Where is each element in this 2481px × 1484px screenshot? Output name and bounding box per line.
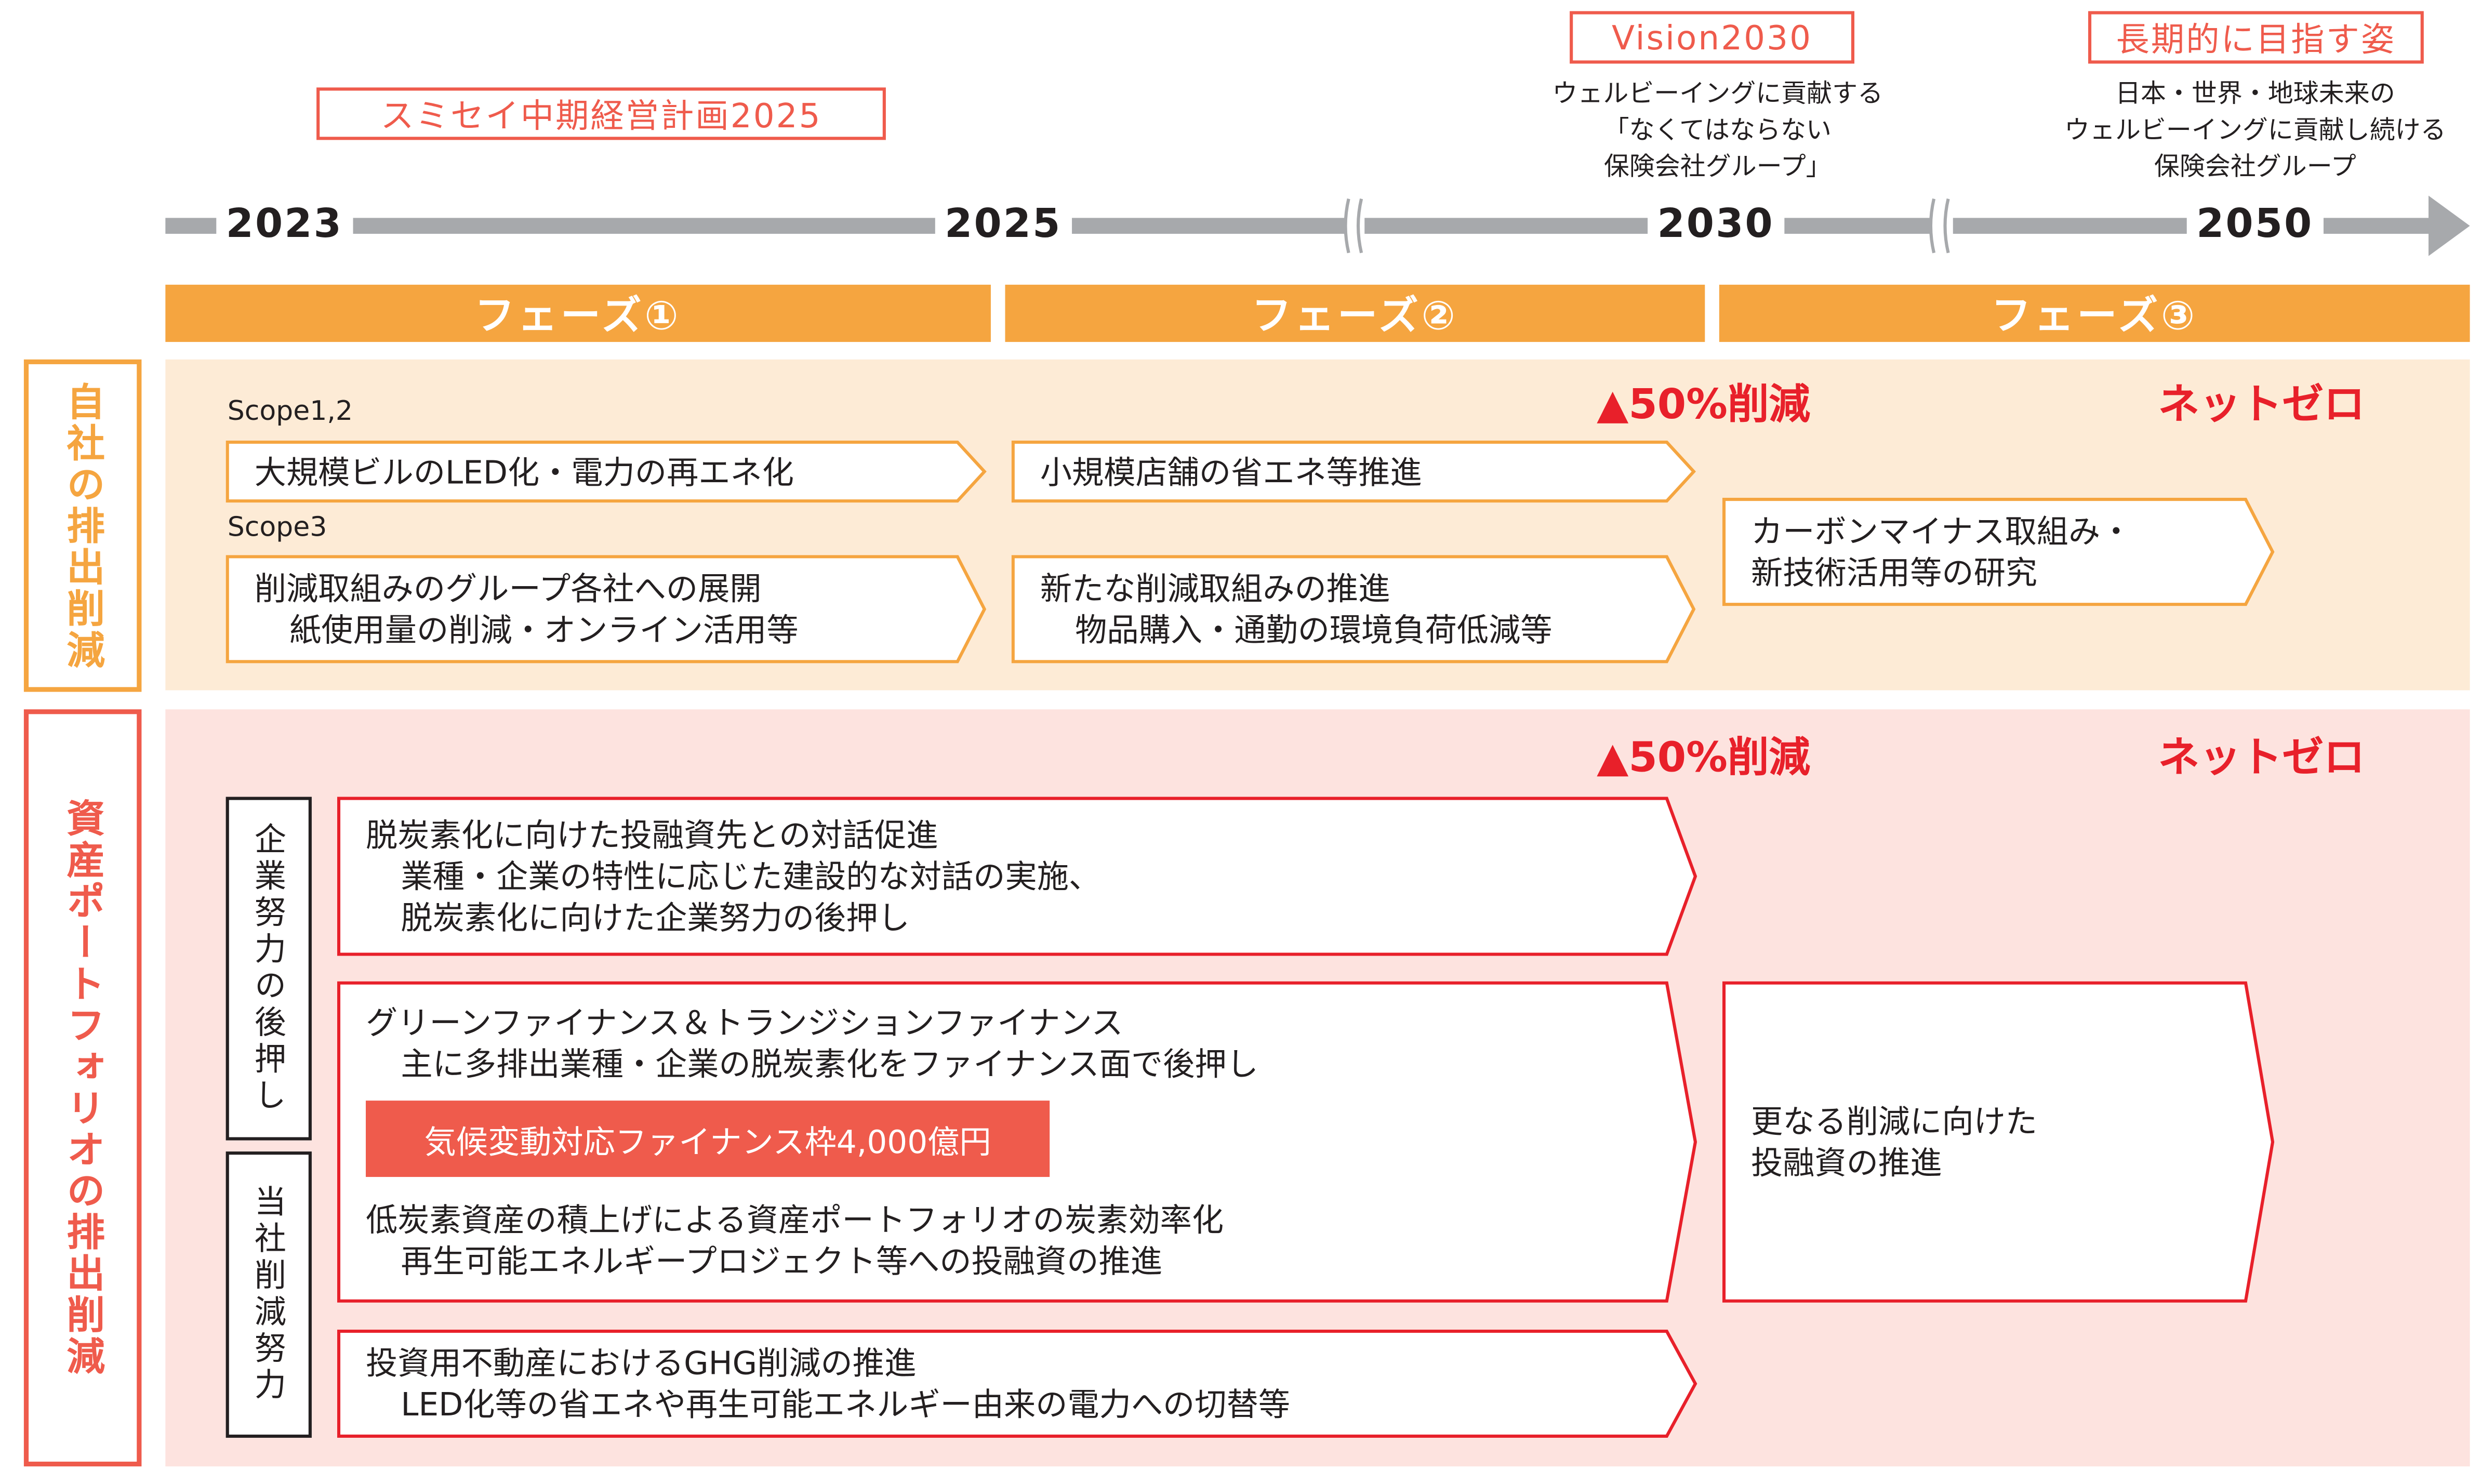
scope3-label: Scope3: [227, 512, 327, 544]
arrow-text: 小規模店舗の省エネ等推進: [1040, 452, 1422, 491]
engagement-arrow: 脱炭素化に向けた投融資先との対話促進 業種・企業の特性に応じた建設的な対話の実施…: [337, 797, 1699, 956]
text-line: 新たな削減取組みの推進: [1040, 569, 1390, 608]
year-2030: 2030: [1648, 200, 1784, 247]
arrow-text: カーボンマイナス取組み・ 新技術活用等の研究: [1751, 498, 2132, 606]
text-line: 脱炭素化に向けた投融資先との対話促進: [366, 816, 938, 854]
own-emissions-label: 自社の排出削減: [23, 359, 142, 692]
own-reduction-label: 当社削減努力: [225, 1151, 312, 1438]
longterm-text: 日本・世界・地球未来の ウェルビーイングに貢献し続ける 保険会社グループ: [2016, 75, 2481, 184]
text-line: カーボンマイナス取組み・: [1751, 512, 2132, 551]
asset-portfolio-label: 資産ポートフォリオの排出削減: [23, 709, 142, 1467]
phase-2: フェーズ②: [1005, 284, 1705, 342]
arrow-text: 投資用不動産におけるGHG削減の推進 LED化等の省エネや再生可能エネルギー由来…: [366, 1330, 1290, 1438]
text-line: 主に多排出業種・企業の脱炭素化をファイナンス面で後押し: [401, 1045, 1258, 1083]
asset-phase3-arrow: 更なる削減に向けた 投融資の推進: [1722, 981, 2276, 1303]
timeline-arrow: [165, 195, 2470, 259]
year-2023: 2023: [216, 200, 353, 247]
longterm-label: 長期的に目指す姿: [2088, 11, 2424, 64]
corporate-support-label: 企業努力の後押し: [225, 797, 312, 1141]
text-line: ウェルビーイングに貢献し続ける: [2064, 114, 2446, 145]
arrow-text: 更なる削減に向けた 投融資の推進: [1751, 982, 2037, 1303]
s12-phase2-arrow: 小規模店舗の省エネ等推進: [1011, 440, 1697, 503]
text-line: 業種・企業の特性に応じた建設的な対話の実施、: [401, 857, 1101, 896]
text-line: 更なる削減に向けた: [1751, 1102, 2038, 1141]
midterm-plan-label: スミセイ中期経営計画2025: [316, 87, 886, 140]
arrow-text: 削減取組みのグループ各社への展開 紙使用量の削減・オンライン活用等: [255, 555, 799, 663]
text-line: 物品購入・通勤の環境負荷低減等: [1075, 611, 1553, 649]
finance-text: グリーンファイナンス＆トランジションファイナンス 主に多排出業種・企業の脱炭素化…: [366, 1002, 1258, 1084]
text-line: 投資用不動産におけるGHG削減の推進: [366, 1344, 917, 1382]
s3-phase1-arrow: 削減取組みのグループ各社への展開 紙使用量の削減・オンライン活用等: [225, 555, 988, 664]
asset-target-2050: ネットゼロ: [2158, 735, 2365, 783]
text-line: LED化等の省エネや再生可能エネルギー由来の電力への切替等: [401, 1385, 1290, 1424]
text-line: ウェルビーイングに貢献する: [1552, 77, 1883, 109]
lowcarbon-text: 低炭素資産の積上げによる資産ポートフォリオの炭素効率化 再生可能エネルギープロジ…: [366, 1199, 1224, 1282]
phase-1: フェーズ①: [165, 284, 991, 342]
asset-target-2030: ▲50%削減: [1597, 735, 1811, 783]
text-line: 保険会社グループ: [2154, 151, 2356, 181]
s3-phase2-arrow: 新たな削減取組みの推進 物品購入・通勤の環境負荷低減等: [1011, 555, 1697, 664]
finance-budget-badge: 気候変動対応ファイナンス枠4,000億円: [366, 1101, 1050, 1177]
scope12-label: Scope1,2: [227, 396, 353, 428]
text-line: 紙使用量の削減・オンライン活用等: [289, 611, 799, 649]
own-target-2030: ▲50%削減: [1597, 381, 1811, 430]
own-phase3-arrow: カーボンマイナス取組み・ 新技術活用等の研究: [1722, 498, 2276, 606]
phase-3: フェーズ③: [1719, 284, 2470, 342]
text-line: 脱炭素化に向けた企業努力の後押し: [401, 898, 910, 937]
arrow-text: 脱炭素化に向けた投融資先との対話促進 業種・企業の特性に応じた建設的な対話の実施…: [366, 797, 1100, 956]
text-line: 保険会社グループ」: [1603, 151, 1832, 181]
vision2030-label: Vision2030: [1570, 11, 1855, 64]
text-line: 再生可能エネルギープロジェクト等への投融資の推進: [401, 1242, 1162, 1281]
text-line: グリーンファイナンス＆トランジションファイナンス: [366, 1003, 1123, 1042]
s12-phase1-arrow: 大規模ビルのLED化・電力の再エネ化: [225, 440, 988, 503]
text-line: 低炭素資産の積上げによる資産ポートフォリオの炭素効率化: [366, 1200, 1224, 1239]
text-line: 日本・世界・地球未来の: [2115, 77, 2395, 109]
text-line: 新技術活用等の研究: [1751, 553, 2038, 592]
realestate-arrow: 投資用不動産におけるGHG削減の推進 LED化等の省エネや再生可能エネルギー由来…: [337, 1329, 1699, 1438]
year-2025: 2025: [935, 200, 1071, 247]
text-line: 削減取組みのグループ各社への展開: [254, 569, 762, 608]
year-2050: 2050: [2186, 200, 2323, 247]
arrow-text: 新たな削減取組みの推進 物品購入・通勤の環境負荷低減等: [1040, 555, 1553, 663]
text-line: 投融資の推進: [1751, 1143, 1942, 1182]
vision2030-text: ウェルビーイングに貢献する 「なくてはならない 保険会社グループ」: [1479, 75, 1956, 184]
arrow-text: 大規模ビルのLED化・電力の再エネ化: [254, 452, 794, 491]
own-target-2050: ネットゼロ: [2158, 381, 2365, 430]
text-line: 「なくてはならない: [1603, 114, 1832, 145]
